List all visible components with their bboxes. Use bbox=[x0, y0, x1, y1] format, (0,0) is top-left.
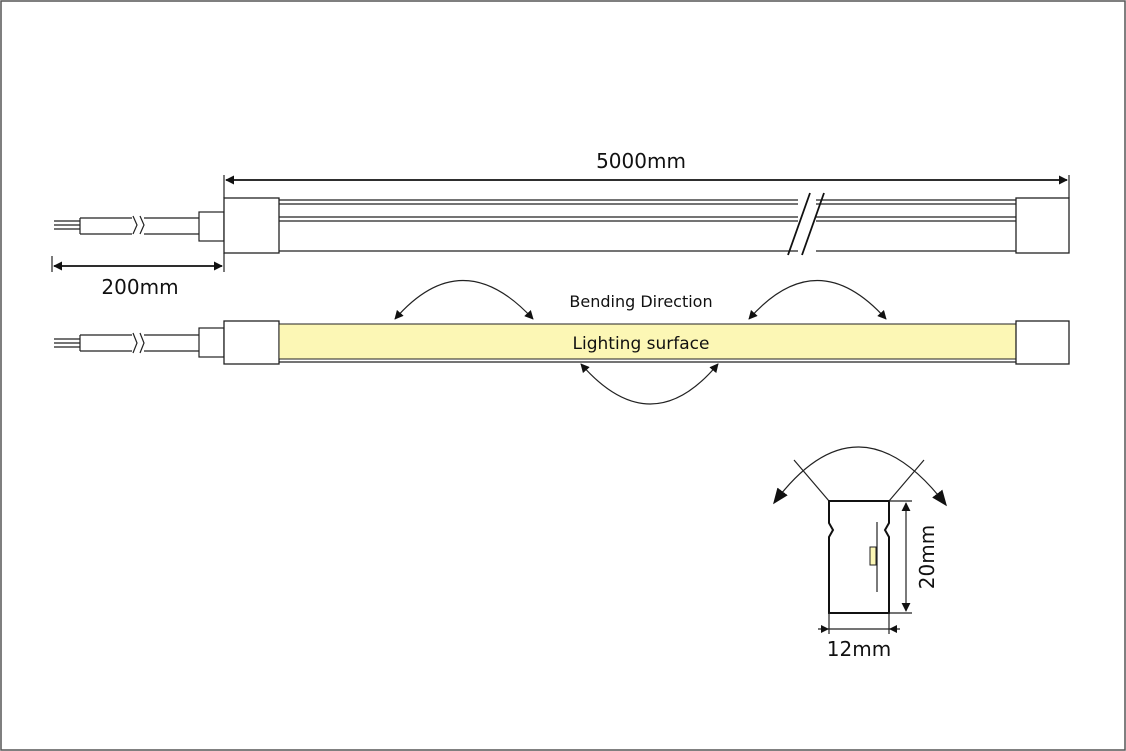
profile-outline bbox=[828, 500, 890, 614]
bottom-right-end-cap bbox=[1015, 320, 1070, 365]
top-left-end-cap bbox=[223, 197, 280, 254]
break-marks bbox=[787, 192, 825, 256]
top-wire bbox=[54, 215, 199, 235]
bottom-left-end-cap bbox=[223, 320, 280, 365]
profile-led-chip bbox=[869, 546, 877, 566]
top-strip-body bbox=[279, 199, 1016, 252]
lighting-surface-label: Lighting surface bbox=[573, 334, 710, 354]
width-arrow-left bbox=[821, 625, 829, 633]
bend-guide-left bbox=[793, 459, 830, 502]
lighting-surface bbox=[278, 323, 1017, 360]
top-strip: 5000mm bbox=[51, 149, 1070, 299]
cable-length-label: 200mm bbox=[101, 275, 178, 299]
cross-section-bend-arc bbox=[773, 446, 947, 507]
bend-guide-right bbox=[888, 459, 925, 502]
bend-arrow-left bbox=[394, 279, 534, 320]
width-label: 12mm bbox=[827, 637, 891, 661]
bottom-strip: Bending Direction Lighting surface bbox=[54, 279, 1070, 405]
bending-direction-label: Bending Direction bbox=[569, 292, 712, 311]
bottom-wire bbox=[54, 332, 199, 354]
bend-arrow-bottom bbox=[580, 363, 719, 405]
height-label: 20mm bbox=[915, 525, 939, 589]
cross-section: 20mm 12mm bbox=[773, 446, 947, 661]
width-arrow-right bbox=[889, 625, 897, 633]
top-right-end-cap bbox=[1015, 197, 1070, 254]
length-label: 5000mm bbox=[596, 149, 686, 173]
bend-arrow-right bbox=[748, 279, 887, 320]
